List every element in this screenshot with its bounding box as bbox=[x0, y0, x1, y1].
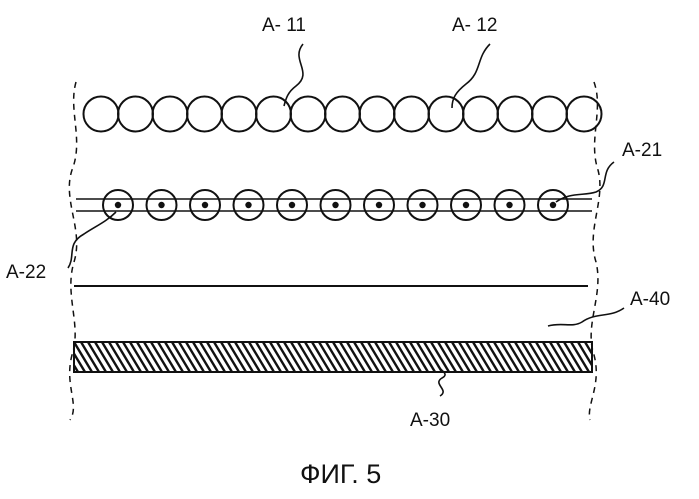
label-a30: A-30 bbox=[410, 410, 450, 431]
hatch-stroke bbox=[613, 342, 631, 372]
particle bbox=[84, 97, 119, 132]
label-a21: A-21 bbox=[622, 140, 662, 161]
particle-core bbox=[289, 202, 295, 208]
hatch-stroke bbox=[620, 342, 638, 372]
particle-row-cored bbox=[76, 190, 592, 220]
hatch-stroke bbox=[606, 342, 624, 372]
particle bbox=[118, 97, 153, 132]
particle-core bbox=[158, 202, 164, 208]
particle-core bbox=[506, 202, 512, 208]
figure-caption: ФИГ. 5 bbox=[300, 459, 381, 489]
leader-a11 bbox=[284, 44, 303, 106]
right-break-line bbox=[589, 82, 600, 420]
particle bbox=[360, 97, 395, 132]
label-a40: A-40 bbox=[630, 289, 670, 310]
label-a22: A-22 bbox=[6, 262, 46, 283]
particle-row-upper bbox=[84, 97, 602, 132]
hatch-stroke bbox=[599, 342, 617, 372]
particle-core bbox=[419, 202, 425, 208]
particle-core bbox=[463, 202, 469, 208]
particle bbox=[532, 97, 567, 132]
particle bbox=[394, 97, 429, 132]
particle-core bbox=[550, 202, 556, 208]
particle bbox=[325, 97, 360, 132]
leader-a40 bbox=[548, 308, 624, 326]
hatched-base-layer bbox=[60, 342, 652, 372]
particle bbox=[291, 97, 326, 132]
particle bbox=[187, 97, 222, 132]
particle bbox=[498, 97, 533, 132]
particle-core bbox=[245, 202, 251, 208]
particle bbox=[222, 97, 257, 132]
label-a11: A- 11 bbox=[262, 15, 306, 36]
particle-core bbox=[376, 202, 382, 208]
hatch-stroke bbox=[634, 342, 652, 372]
particle-core bbox=[202, 202, 208, 208]
leader-a30 bbox=[438, 366, 445, 396]
particle bbox=[429, 97, 464, 132]
particle bbox=[463, 97, 498, 132]
particle-core bbox=[332, 202, 338, 208]
particle bbox=[567, 97, 602, 132]
particle-core bbox=[115, 202, 121, 208]
hatch-stroke bbox=[627, 342, 645, 372]
label-a12: A- 12 bbox=[452, 15, 497, 36]
particle bbox=[153, 97, 188, 132]
